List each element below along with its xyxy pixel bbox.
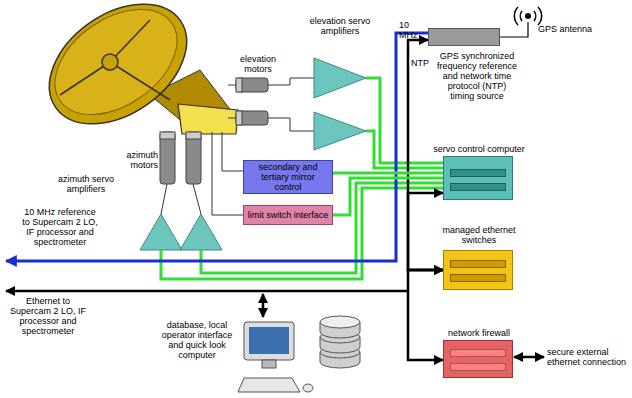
- database-icon: [320, 316, 360, 368]
- database-icon-part: [320, 316, 360, 328]
- reference-line: [6, 33, 428, 261]
- motor-wire-part: [268, 78, 314, 85]
- elevation-motor-part: [236, 78, 242, 92]
- elevation-motor-part: [236, 111, 268, 125]
- box-label: managed ethernet switches: [434, 225, 524, 245]
- computer-icon-part: [262, 360, 276, 368]
- elevation-motor-part: [228, 118, 236, 119]
- annotation-label: azimuth motors: [112, 150, 158, 170]
- device-bar: [450, 183, 506, 191]
- device-bar: [450, 169, 506, 177]
- elevation-motor-part: [228, 85, 236, 86]
- motor-wire: [161, 78, 314, 215]
- servo-amplifier: [140, 58, 366, 250]
- dish-antenna: [27, 0, 238, 149]
- servo-computer-box: servo control computer: [443, 156, 513, 200]
- dish-antenna-part: [27, 0, 209, 149]
- motor-wire-part: [193, 184, 201, 214]
- servo-amplifier-part: [140, 214, 182, 250]
- annotation-label: 10 MHz: [399, 20, 429, 40]
- mirror-control-box: secondary and tertiary mirror control: [243, 160, 333, 194]
- device-bar: [450, 274, 506, 282]
- dish-antenna-part: [36, 0, 197, 136]
- gps-antenna: [500, 7, 542, 37]
- gps-reference-box: GPS synchronized frequency reference and…: [428, 28, 500, 46]
- elevation-motor-part: [236, 78, 268, 92]
- servo-wire: [161, 78, 443, 279]
- device-bar: [450, 363, 506, 371]
- reference-line-part: [6, 33, 428, 261]
- connector: [408, 40, 443, 270]
- connector: [408, 193, 443, 270]
- box-label: GPS synchronized frequency reference and…: [435, 51, 519, 101]
- annotation-label: database, local operator interface and q…: [156, 320, 238, 360]
- computer-icon-part: [238, 378, 300, 392]
- azimuth-motor-part: [160, 132, 175, 139]
- motor-wire-part: [268, 118, 314, 131]
- azimuth-motor-part: [186, 132, 201, 139]
- ethernet-line-part: [262, 294, 265, 317]
- motor-wire-part: [161, 184, 167, 214]
- dish-antenna-part: [102, 54, 118, 70]
- gps-antenna-part: [500, 22, 528, 37]
- computer-icon-part: [244, 322, 294, 360]
- connector: [408, 270, 443, 360]
- annotation-label: Ethernet to Supercam 2 LO, IF processor …: [6, 296, 90, 336]
- annotation-label: NTP: [411, 58, 431, 68]
- azimuth-motor-part: [160, 132, 175, 184]
- elevation-motor: [228, 78, 268, 125]
- azimuth-motor-part: [186, 132, 201, 184]
- dish-antenna-part: [178, 104, 238, 134]
- annotation-label: elevation motors: [226, 54, 290, 74]
- ethernet-line-part: [514, 356, 544, 359]
- computer-icon-part: [249, 327, 289, 354]
- gps-antenna-part: [525, 13, 531, 19]
- box-label: limit switch interface: [248, 210, 329, 220]
- annotation-label: azimuth servo amplifiers: [56, 174, 116, 194]
- box-label: servo control computer: [422, 144, 536, 154]
- azimuth-motor: [160, 132, 201, 184]
- firewall-box: network firewall: [443, 340, 513, 378]
- motor-wire-part: [212, 132, 243, 215]
- elevation-motor-part: [236, 111, 242, 125]
- annotation-label: 10 MHz reference to Supercam 2 LO, IF pr…: [20, 207, 100, 247]
- servo-wire-part: [366, 78, 443, 163]
- limit-switch-box: limit switch interface: [243, 205, 333, 225]
- device-bar: [450, 349, 506, 357]
- computer-icon-part: [303, 384, 313, 392]
- servo-wire-part: [366, 131, 443, 168]
- computer-icon: [238, 322, 313, 392]
- dish-antenna-part: [110, 62, 170, 100]
- device-bar: [450, 260, 506, 268]
- dish-antenna-part: [60, 62, 110, 95]
- annotation-label: elevation servo amplifiers: [306, 16, 374, 36]
- annotation-label: secure external ethernet connection: [547, 347, 629, 367]
- servo-amplifier-part: [180, 214, 222, 250]
- ethernet-switch-box: managed ethernet switches: [443, 250, 513, 290]
- servo-amplifier-part: [314, 112, 366, 150]
- servo-wire-part: [161, 188, 443, 279]
- box-label: secondary and tertiary mirror control: [247, 162, 329, 192]
- gps-antenna-part: [514, 7, 541, 25]
- connector: [333, 172, 443, 175]
- ethernet-line-part: [6, 290, 408, 293]
- box-label: network firewall: [429, 328, 529, 338]
- servo-amplifier-part: [314, 58, 366, 98]
- connector: [333, 178, 443, 215]
- motor-wire-part: [222, 132, 243, 171]
- annotation-label: GPS antenna: [538, 24, 594, 34]
